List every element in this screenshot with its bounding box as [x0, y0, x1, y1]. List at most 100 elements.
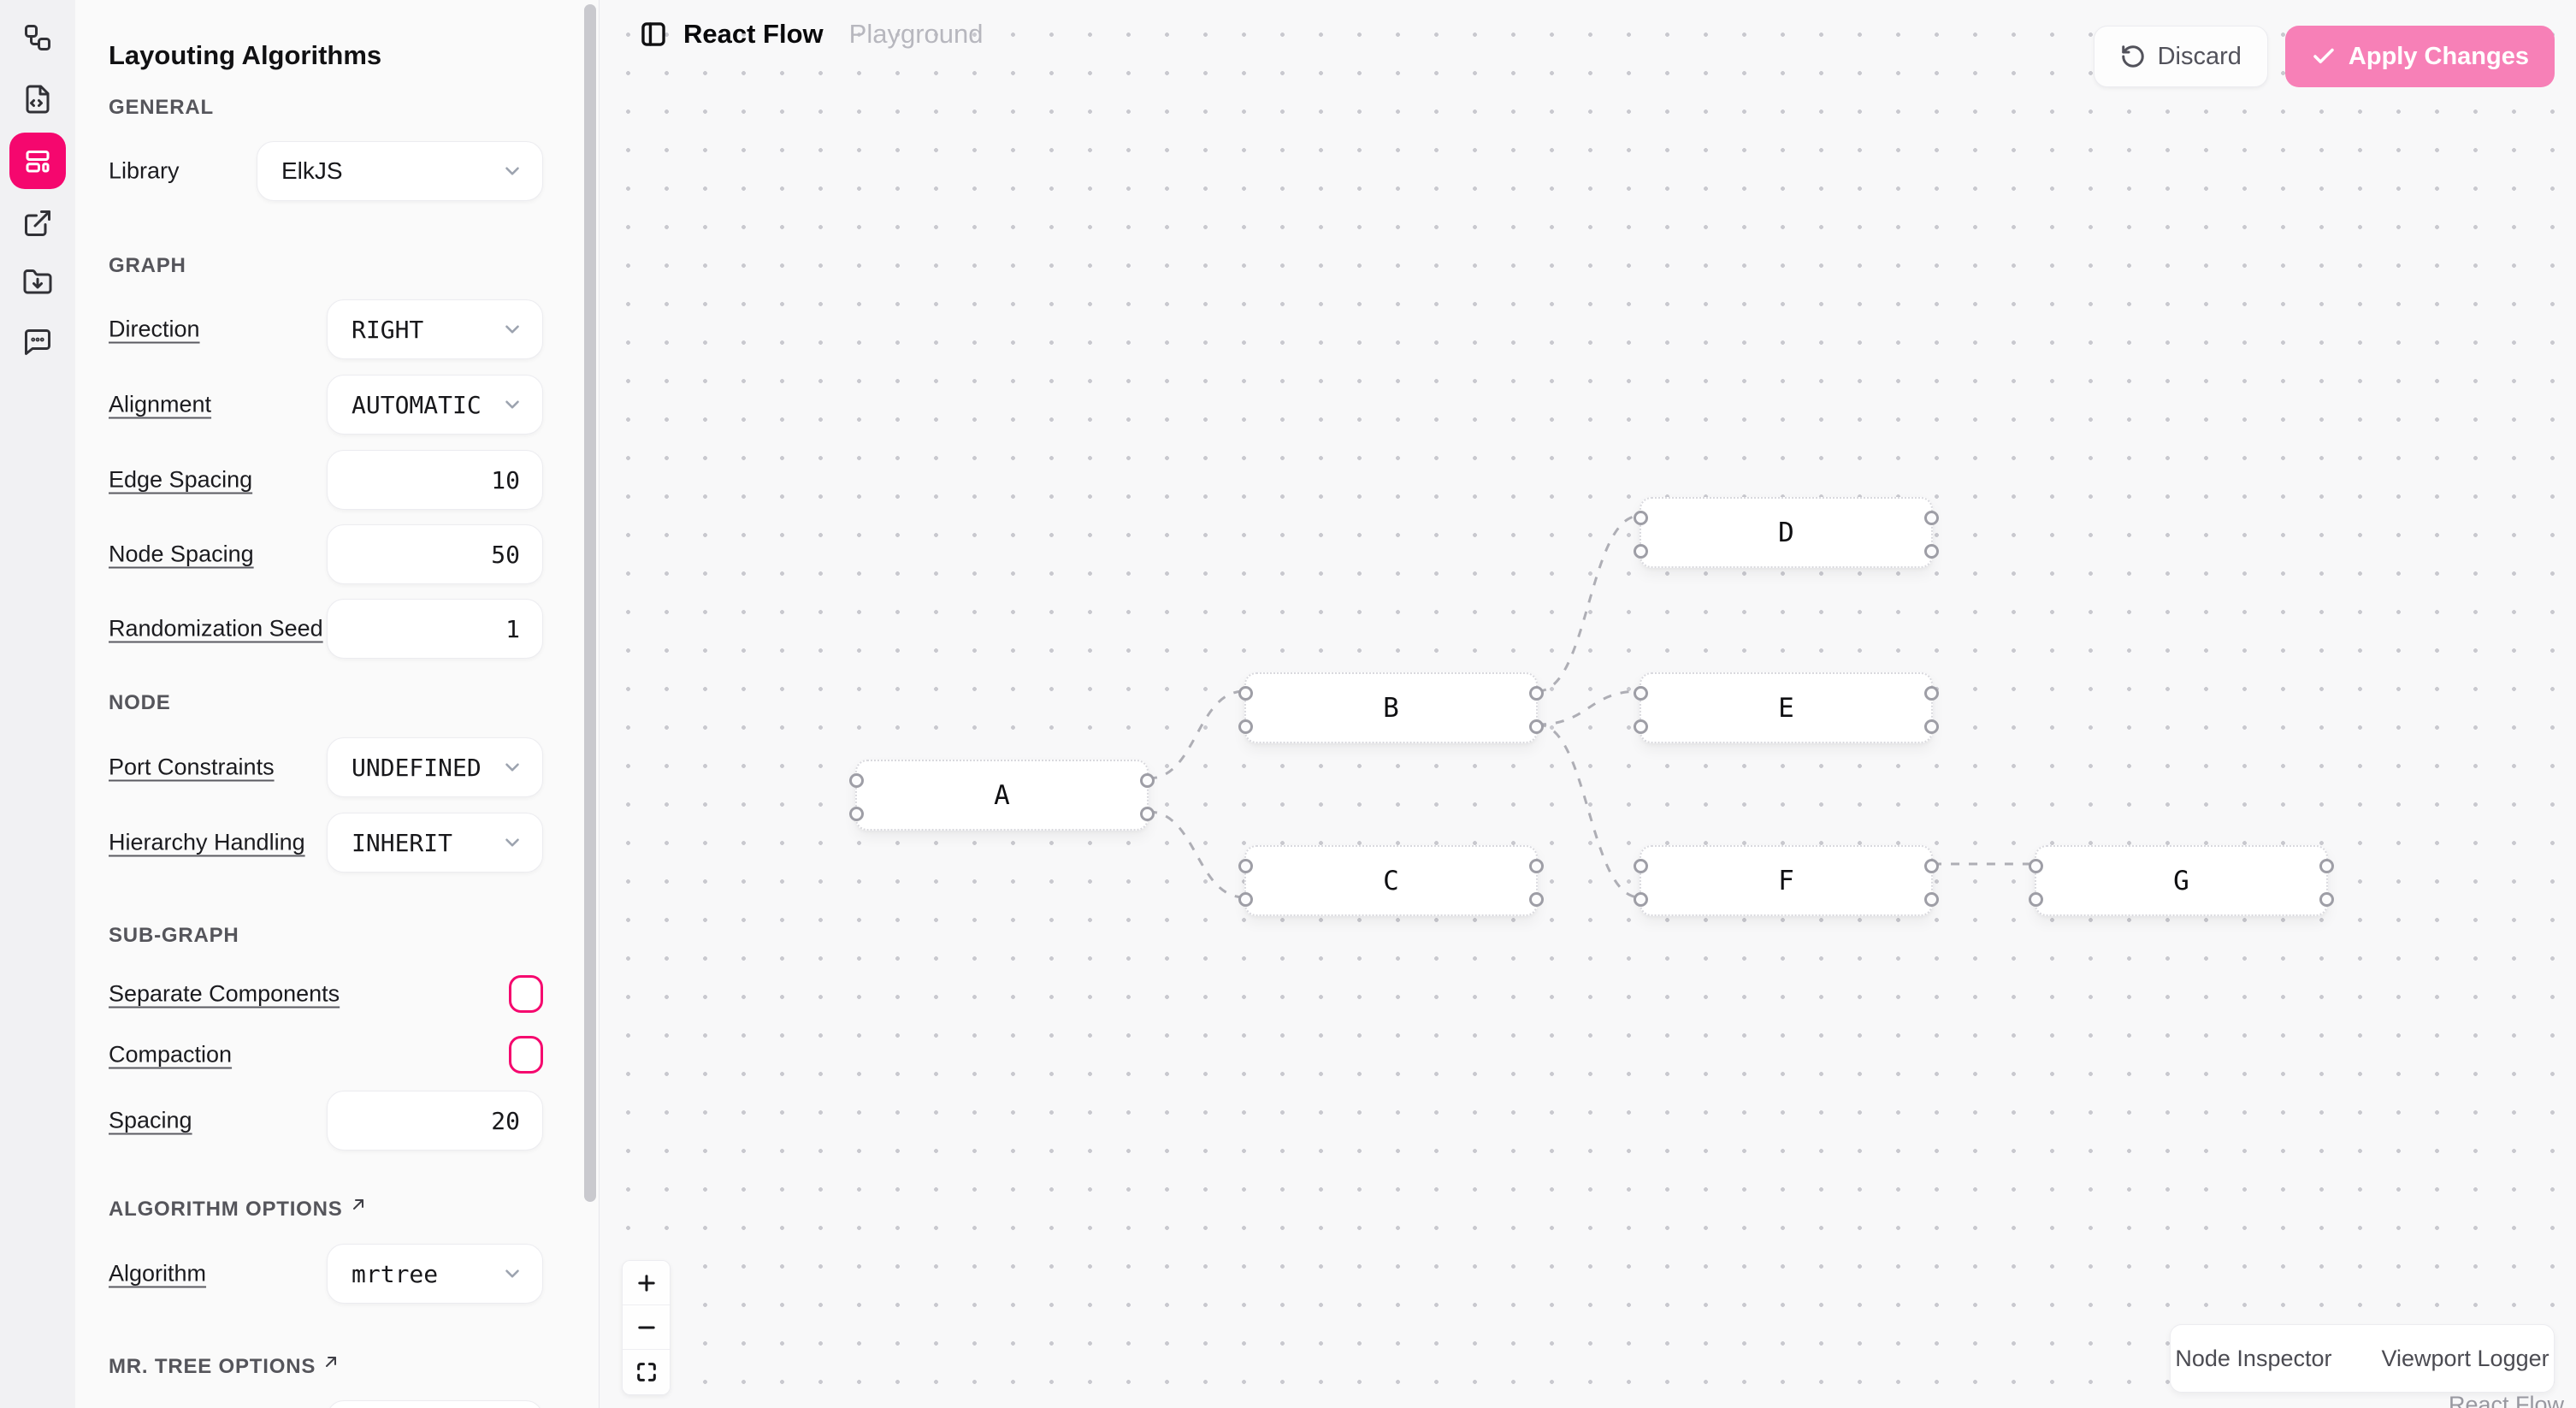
file-code-icon — [26, 85, 50, 114]
node-label: D — [1778, 517, 1794, 548]
discard-button[interactable]: Discard — [2093, 26, 2268, 87]
node-spacing-label: Node Spacing — [109, 541, 254, 567]
alignment-row: Alignment AUTOMATIC — [109, 375, 543, 435]
right-handle[interactable] — [2319, 859, 2334, 873]
zoom-in-button[interactable] — [623, 1261, 670, 1305]
algorithm-value: mrtree — [352, 1259, 439, 1288]
flow-node-B[interactable]: B — [1238, 672, 1544, 743]
rail-item-external[interactable] — [9, 195, 66, 251]
rail-item-feedback[interactable] — [9, 314, 66, 370]
left-handle[interactable] — [1634, 511, 1648, 525]
chevron-down-icon — [505, 1269, 519, 1278]
left-handle[interactable] — [849, 807, 864, 821]
spacing-label: Spacing — [109, 1107, 192, 1133]
port-constraints-select[interactable]: UNDEFINED — [327, 737, 543, 797]
viewport-logger-button[interactable]: Viewport Logger — [2381, 1345, 2549, 1371]
right-handle[interactable] — [1529, 892, 1544, 907]
algorithm-select[interactable]: mrtree — [327, 1244, 543, 1304]
right-handle[interactable] — [1924, 544, 1939, 559]
node-label: F — [1778, 865, 1794, 896]
right-handle[interactable] — [1924, 511, 1939, 525]
right-handle[interactable] — [1529, 859, 1544, 873]
right-handle[interactable] — [1529, 686, 1544, 701]
folder-download-icon — [23, 269, 52, 294]
flow-canvas[interactable]: React Flow Playground Discard Apply Chan… — [599, 0, 2576, 1408]
separate-components-checkbox[interactable] — [509, 975, 543, 1013]
fit-view-button[interactable] — [623, 1350, 670, 1394]
node-spacing-input[interactable]: 50 — [327, 524, 543, 584]
right-handle[interactable] — [1924, 719, 1939, 734]
flow-header: React Flow Playground — [639, 19, 984, 50]
rail-item-layouting[interactable] — [9, 133, 66, 189]
right-handle[interactable] — [1140, 807, 1155, 821]
library-value: ElkJS — [281, 157, 343, 184]
flow-edge-B-E[interactable] — [1537, 689, 1640, 726]
check-icon — [2313, 48, 2334, 63]
flow-node-A[interactable]: A — [849, 760, 1155, 831]
direction-row: Direction RIGHT — [109, 299, 543, 359]
node-spacing-row: Node Spacing 50 — [109, 524, 543, 584]
spacing-row: Spacing 20 — [109, 1091, 543, 1151]
panel-scrollbar[interactable] — [584, 4, 596, 1202]
alignment-label: Alignment — [109, 391, 212, 417]
left-handle[interactable] — [1238, 686, 1253, 701]
node-inspector-button[interactable]: Node Inspector — [2175, 1345, 2332, 1371]
flow-edge-B-F[interactable] — [1537, 723, 1640, 899]
right-handle[interactable] — [1924, 892, 1939, 907]
spacing-value: 20 — [491, 1106, 520, 1135]
external-arrow-icon — [326, 1357, 337, 1367]
section-mrtree-options[interactable]: MR. TREE OPTIONS — [109, 1355, 341, 1379]
left-handle[interactable] — [2029, 892, 2043, 907]
separate-components-label: Separate Components — [109, 980, 340, 1007]
plus-icon — [637, 1274, 655, 1292]
left-handle[interactable] — [1238, 719, 1253, 734]
randomization-seed-input[interactable]: 1 — [327, 599, 543, 659]
mrtree-option-select[interactable] — [327, 1400, 543, 1408]
direction-value: RIGHT — [352, 315, 424, 344]
library-row: Library ElkJS — [109, 141, 543, 201]
compaction-checkbox[interactable] — [509, 1036, 543, 1074]
rail-item-folder-download[interactable] — [9, 254, 66, 311]
panel-left-toggle-icon[interactable] — [639, 20, 668, 49]
flow-node-F[interactable]: F — [1634, 845, 1939, 916]
left-handle[interactable] — [1634, 892, 1648, 907]
section-algorithm-options[interactable]: ALGORITHM OPTIONS — [109, 1198, 369, 1222]
left-handle[interactable] — [1634, 719, 1648, 734]
left-handle[interactable] — [1634, 686, 1648, 701]
left-handle[interactable] — [1634, 859, 1648, 873]
left-handle[interactable] — [849, 773, 864, 788]
flow-node-G[interactable]: G — [2029, 845, 2334, 916]
flow-edge-A-B[interactable] — [1148, 689, 1245, 780]
apply-changes-button[interactable]: Apply Changes — [2284, 26, 2555, 87]
left-handle[interactable] — [1238, 859, 1253, 873]
left-handle[interactable] — [1238, 892, 1253, 907]
flow-node-E[interactable]: E — [1634, 672, 1939, 743]
flow-node-D[interactable]: D — [1634, 497, 1939, 568]
right-handle[interactable] — [1529, 719, 1544, 734]
spacing-input[interactable]: 20 — [327, 1091, 543, 1151]
hierarchy-handling-select[interactable]: INHERIT — [327, 813, 543, 873]
rotate-ccw-icon — [2121, 45, 2144, 68]
edge-spacing-value: 10 — [491, 465, 520, 494]
hierarchy-handling-value: INHERIT — [352, 828, 453, 857]
port-constraints-label: Port Constraints — [109, 754, 275, 780]
right-handle[interactable] — [1924, 859, 1939, 873]
attribution-link[interactable]: React Flow — [2448, 1392, 2564, 1408]
right-handle[interactable] — [2319, 892, 2334, 907]
flow-node-C[interactable]: C — [1238, 845, 1544, 916]
edge-spacing-row: Edge Spacing 10 — [109, 450, 543, 510]
left-handle[interactable] — [2029, 859, 2043, 873]
rail-item-workflow[interactable] — [9, 9, 66, 66]
flow-edge-A-C[interactable] — [1148, 810, 1245, 899]
left-handle[interactable] — [1634, 544, 1648, 559]
library-select[interactable]: ElkJS — [257, 141, 543, 201]
right-handle[interactable] — [1924, 686, 1939, 701]
flow-edge-B-D[interactable] — [1537, 514, 1640, 693]
right-handle[interactable] — [1140, 773, 1155, 788]
hierarchy-handling-row: Hierarchy Handling INHERIT — [109, 813, 543, 873]
edge-spacing-input[interactable]: 10 — [327, 450, 543, 510]
rail-item-file-code[interactable] — [9, 71, 66, 127]
zoom-out-button[interactable] — [623, 1305, 670, 1350]
alignment-select[interactable]: AUTOMATIC — [327, 375, 543, 435]
direction-select[interactable]: RIGHT — [327, 299, 543, 359]
